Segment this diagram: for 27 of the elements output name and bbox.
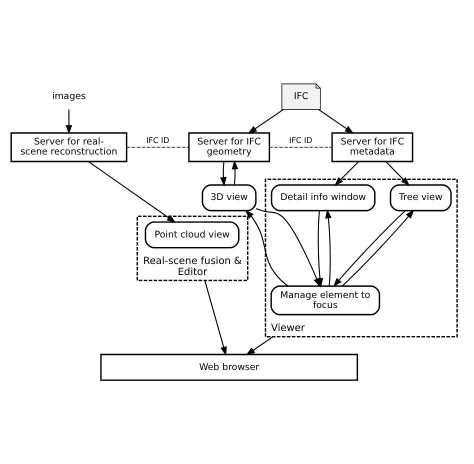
node-box: Server for IFC metadata bbox=[331, 132, 414, 162]
node-box: Point cloud view bbox=[144, 221, 240, 248]
arrow bbox=[325, 209, 332, 286]
arrow bbox=[316, 210, 324, 288]
node-box: Web browser bbox=[100, 354, 358, 381]
node-box: 3D view bbox=[202, 184, 257, 212]
node-box: Server for IFC geometry bbox=[188, 132, 270, 162]
arrow bbox=[248, 109, 284, 134]
connector bbox=[126, 146, 190, 148]
arrow bbox=[342, 209, 414, 286]
arrow bbox=[66, 110, 72, 134]
node-box: Detail info window bbox=[270, 184, 376, 212]
arrow bbox=[318, 109, 354, 134]
arrow bbox=[204, 280, 227, 356]
node-box: Server for real-scene reconstruction bbox=[10, 132, 128, 162]
arrow bbox=[232, 160, 238, 185]
node-text: images bbox=[52, 91, 86, 102]
node-box: Manage element to focus bbox=[270, 285, 380, 316]
arrow bbox=[385, 161, 410, 186]
connector bbox=[269, 146, 332, 148]
arrow bbox=[246, 336, 274, 356]
arrow bbox=[88, 161, 176, 223]
arrow bbox=[245, 210, 289, 287]
arrow bbox=[333, 210, 406, 288]
arrow bbox=[220, 162, 227, 186]
arrow bbox=[334, 161, 360, 186]
node-box: Tree view bbox=[390, 184, 452, 212]
